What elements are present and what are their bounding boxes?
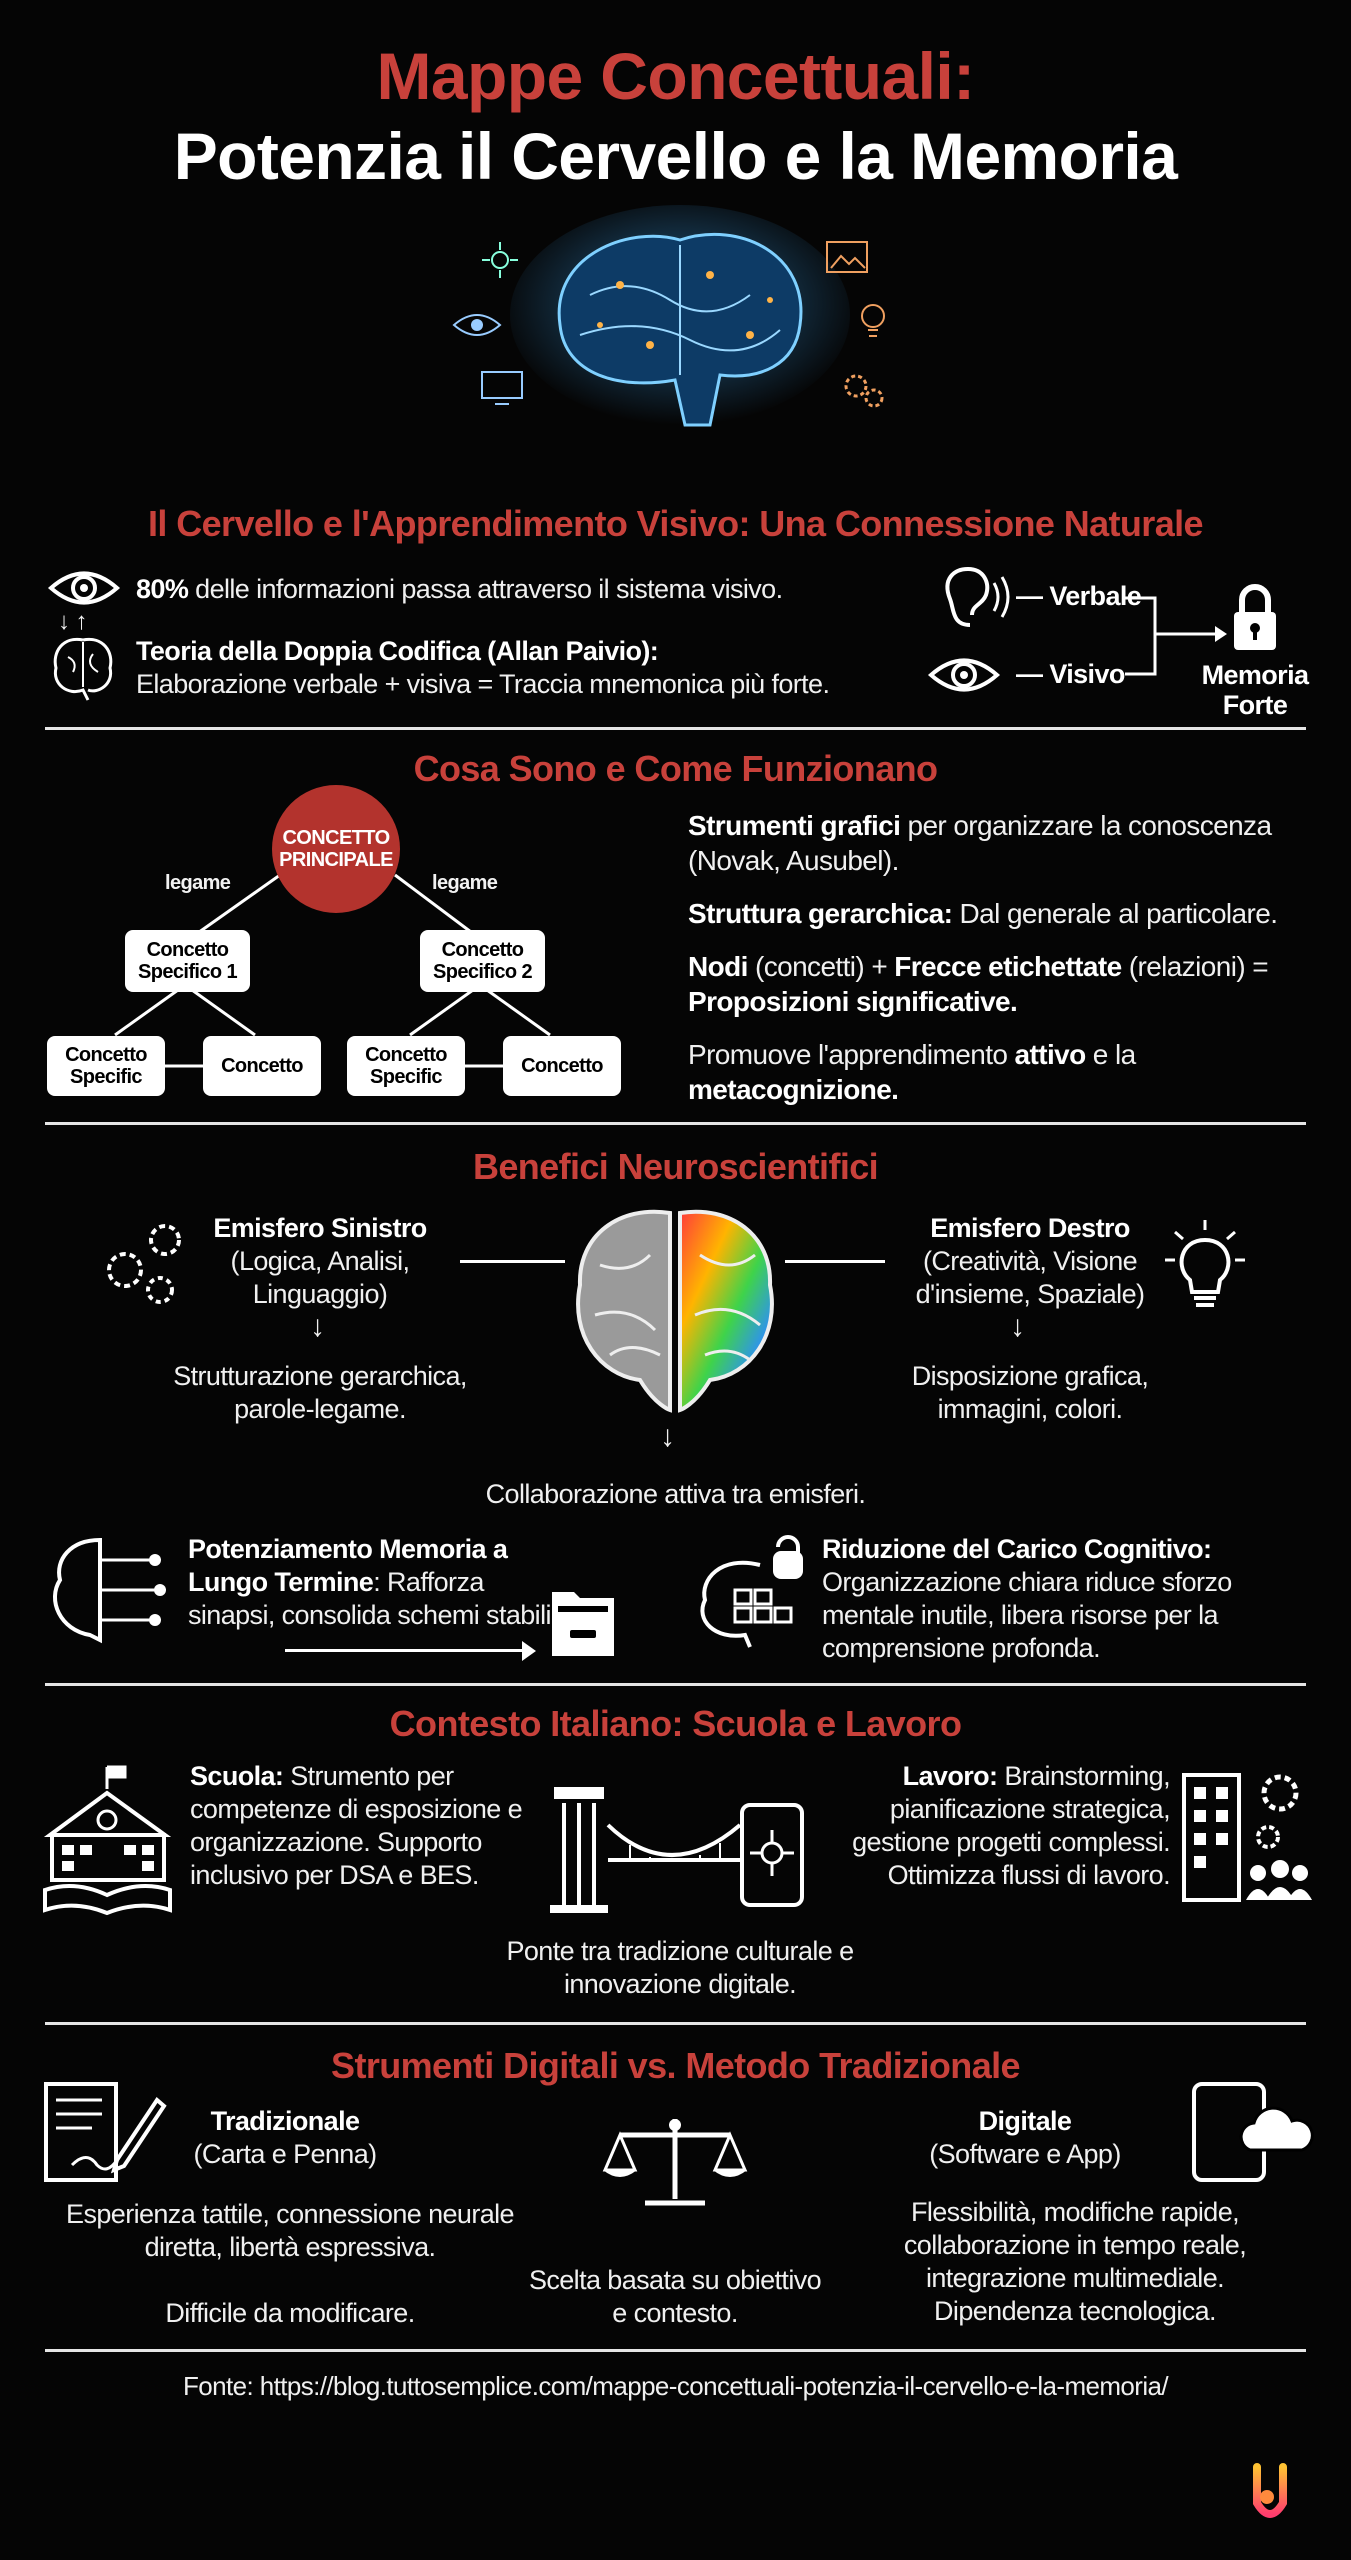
traditional-cons: Difficile da modificare. [165, 2298, 415, 2328]
point-graphic-tools: Strumenti grafici per organizzare la con… [688, 810, 1272, 876]
choice-text: Scelta basata su obiettivo e contesto. [528, 2265, 822, 2328]
verbal-text: Verbale [1049, 581, 1142, 611]
section-title-what-are: Cosa Sono e Come Funzionano [413, 748, 938, 789]
right-hemisphere-title: Emisfero Destro [930, 1213, 1130, 1243]
section-divider [45, 1122, 1306, 1125]
school-icon [43, 1765, 172, 1916]
section-title-digital-vs-traditional: Strumenti Digitali vs. Metodo Tradiziona… [331, 2045, 1021, 2086]
visual-label: — Visivo [1016, 659, 1125, 689]
left-hemisphere-title: Emisfero Sinistro [213, 1213, 427, 1243]
section-title-italian-context: Contesto Italiano: Scuola e Lavoro [389, 1703, 962, 1744]
memory-boost-text: : Rafforza sinapsi, consolida schemi sta… [188, 1567, 558, 1630]
glowing-brain-icon [510, 205, 850, 427]
monitor-icon [481, 371, 523, 405]
brain-network-icon [53, 1537, 166, 1644]
point-hierarchy: Struttura gerarchica: Dal generale al pa… [688, 898, 1278, 929]
gears-icon [844, 374, 884, 408]
cognitive-load-title: Riduzione del Carico Cognitivo: [822, 1534, 1212, 1564]
bridge-tradition-innovation-icon [550, 1787, 804, 1913]
stat-text: delle informazioni passa attraverso il s… [188, 574, 783, 604]
point-active-learning: Promuove l'apprendimento attivo e la met… [688, 1039, 1136, 1105]
section-divider [45, 1683, 1306, 1686]
section-title-benefits: Benefici Neuroscientifici [472, 1146, 879, 1187]
arrow-line [285, 1649, 525, 1652]
verbal-label: — Verbale [1016, 581, 1142, 611]
down-arrow-icon: ↓ [310, 1310, 325, 1343]
collaboration-text: Collaborazione attiva tra emisferi. [485, 1479, 866, 1509]
traditional-title: Tradizionale [210, 2106, 360, 2136]
specific-concept-node-1: Concetto Specifico 1 [125, 930, 250, 992]
brain-grid-lock-icon [700, 1535, 803, 1648]
specific-concept-node-2: Concetto Specifico 2 [420, 930, 545, 992]
digital-title: Digitale [978, 2106, 1072, 2136]
school-text: Strumento per competenze di esposizione … [190, 1761, 523, 1890]
arrow-head [522, 1641, 536, 1661]
connector-line [460, 1260, 565, 1263]
tablet-cloud-icon [1192, 2082, 1314, 2182]
section-divider [45, 2022, 1306, 2025]
sun-icon [482, 242, 518, 278]
image-icon [826, 241, 868, 273]
traditional-subtitle: (Carta e Penna) [193, 2139, 377, 2169]
point-nodes: Nodi (concetti) + Frecce etichettate (re… [688, 951, 1269, 1017]
leaf-concept-node: Concetto [203, 1036, 321, 1096]
file-cabinet-icon [552, 1592, 614, 1656]
work-text: Brainstorming, pianificazione strategica… [852, 1761, 1170, 1890]
cognitive-load-text: Organizzazione chiara riduce sforzo ment… [822, 1567, 1232, 1663]
eye-icon [452, 314, 502, 336]
connector-line [785, 1260, 885, 1263]
memory-boost-title: Potenziamento Memoria a Lungo Termine [188, 1534, 508, 1597]
theory-title: Teoria della Doppia Codifica (Allan Paiv… [136, 636, 659, 666]
title-line-1: Mappe Concettuali: [376, 39, 976, 113]
digital-subtitle: (Software e App) [929, 2139, 1121, 2169]
paper-pen-icon [44, 2082, 167, 2182]
visual-text: Visivo [1049, 659, 1125, 689]
section-title-visual-learning: Il Cervello e l'Apprendimento Visivo: Un… [148, 503, 1204, 544]
scale-balance-icon [602, 2119, 748, 2206]
eye-icon [47, 571, 121, 605]
lightbulb-icon [861, 304, 885, 337]
leaf-concept-node: Concetto [503, 1036, 621, 1096]
leaf-concept-node: Concetto Specific [347, 1036, 465, 1096]
bridge-text: Ponte tra tradizione culturale e innovaz… [506, 1936, 854, 1999]
left-hemisphere-result: Strutturazione gerarchica, parole-legame… [173, 1361, 467, 1424]
digital-text: Flessibilità, modifiche rapide, collabor… [903, 2197, 1247, 2326]
main-concept-node: CONCETTO PRINCIPALE [272, 785, 400, 913]
right-hemisphere-subtitle: (Creatività, Visione d'insieme, Spaziale… [915, 1246, 1145, 1309]
theory-text: Elaborazione verbale + visiva = Traccia … [136, 669, 830, 699]
title-line-2: Potenzia il Cervello e la Memoria [173, 119, 1178, 193]
leaf-concept-node: Concetto Specific [47, 1036, 165, 1096]
ear-icon [945, 566, 1010, 627]
office-team-icon [1182, 1773, 1312, 1902]
traditional-pros: Esperienza tattile, connessione neurale … [66, 2199, 515, 2262]
lightbulb-icon [1165, 1220, 1245, 1307]
brain-outline-icon [53, 637, 113, 701]
merge-connector [1125, 596, 1227, 676]
link-label: legame [432, 872, 498, 894]
section-divider [45, 727, 1306, 730]
down-arrow-icon: ↓ [660, 1420, 675, 1453]
memory-strong-label: Memoria Forte [1201, 660, 1309, 720]
right-hemisphere-result: Disposizione grafica, immagini, colori. [911, 1361, 1149, 1424]
exchange-arrows-icon: ↓ ↑ [58, 608, 87, 635]
down-arrow-icon: ↓ [1010, 1310, 1025, 1343]
gears-icon [107, 1224, 181, 1304]
work-title: Lavoro: [902, 1761, 998, 1791]
left-hemisphere-subtitle: (Logica, Analisi, Linguaggio) [230, 1246, 411, 1309]
link-label: legame [165, 872, 231, 894]
stat-value: 80% [136, 574, 189, 604]
school-title: Scuola: [190, 1761, 284, 1791]
footer-source: Fonte: https://blog.tuttosemplice.com/ma… [183, 2371, 1169, 2401]
map-connectors [114, 873, 551, 1068]
eye-icon [927, 658, 1001, 692]
tuttosemplice-logo [1253, 2463, 1287, 2518]
split-brain-icon [576, 1209, 774, 1413]
lock-icon [1234, 584, 1276, 650]
section-divider [45, 2349, 1306, 2352]
